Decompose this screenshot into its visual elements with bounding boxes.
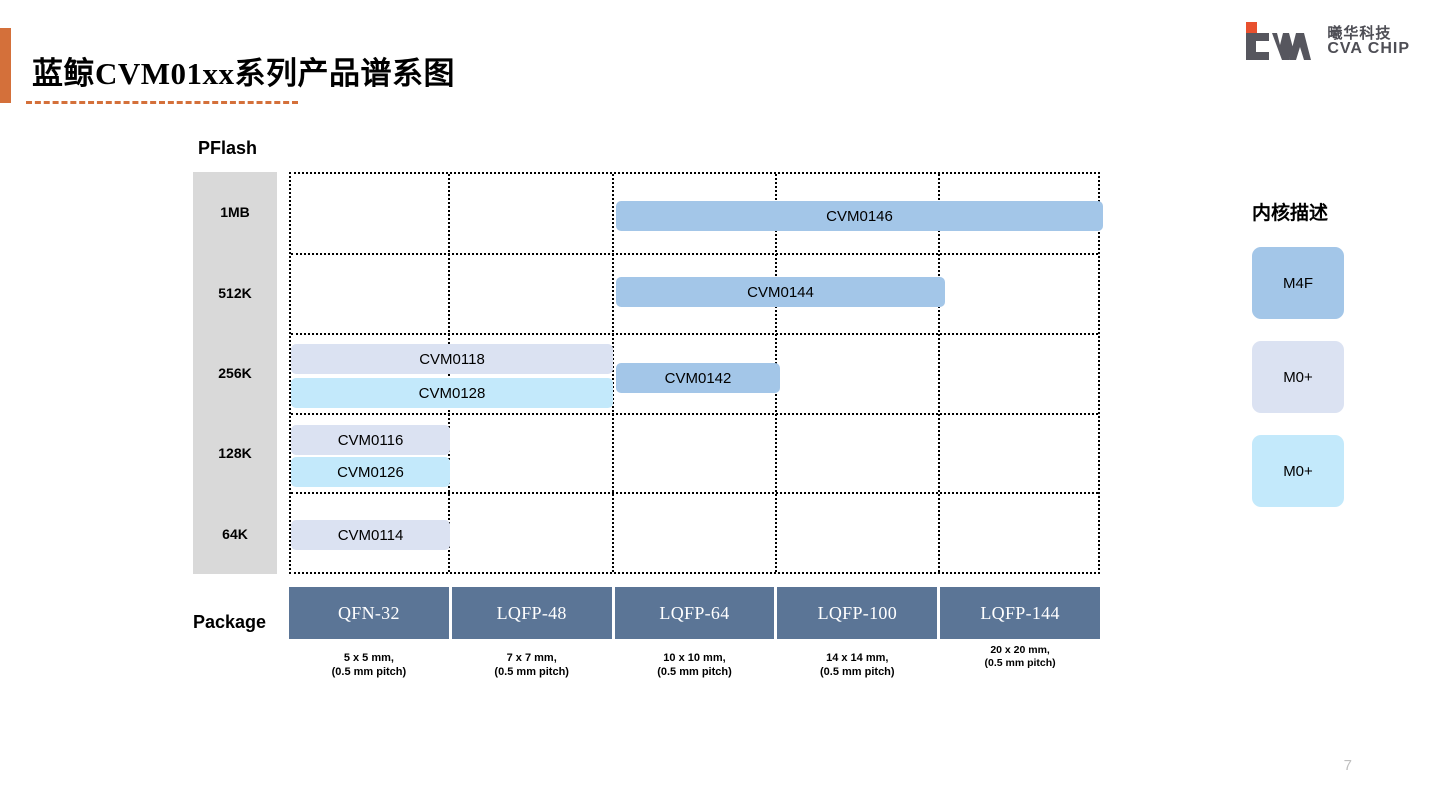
legend-item-m4f: M4F bbox=[1252, 247, 1344, 319]
package-dimension-line2: (0.5 mm pitch) bbox=[494, 665, 569, 678]
package-dimension: 5 x 5 mm, (0.5 mm pitch) bbox=[289, 652, 449, 680]
package-cell-qfn-32[interactable]: QFN-32 bbox=[289, 587, 449, 639]
package-dimensions-row: 5 x 5 mm, (0.5 mm pitch) 7 x 7 mm, (0.5 … bbox=[289, 644, 1100, 680]
cva-logo-icon bbox=[1244, 22, 1318, 62]
legend-item-m0plus-lavender: M0+ bbox=[1252, 341, 1344, 413]
logo-text-block: 曦华科技 CVA CHIP bbox=[1327, 24, 1410, 59]
package-dimension-line2: (0.5 mm pitch) bbox=[331, 665, 407, 678]
pflash-axis-scale: 1MB 512K 256K 128K 64K bbox=[193, 172, 277, 574]
package-dimension-line1: 10 x 10 mm, bbox=[663, 652, 726, 664]
package-cell-lqfp-48[interactable]: LQFP-48 bbox=[451, 587, 612, 639]
package-dimension-line1: 20 x 20 mm, bbox=[990, 644, 1050, 656]
package-dimension-line1: 14 x 14 mm, bbox=[826, 652, 889, 664]
page-number: 7 bbox=[1343, 757, 1352, 774]
legend-item-m0plus-cyan: M0+ bbox=[1252, 435, 1344, 507]
package-dimension: 10 x 10 mm, (0.5 mm pitch) bbox=[615, 652, 775, 680]
product-bar-cvm0126[interactable]: CVM0126 bbox=[291, 457, 450, 487]
logo-name-cn: 曦华科技 bbox=[1327, 24, 1392, 42]
package-dimension-line1: 5 x 5 mm, bbox=[343, 652, 394, 664]
package-cell-lqfp-144[interactable]: LQFP-144 bbox=[940, 587, 1100, 639]
grid-row-divider bbox=[291, 333, 1098, 335]
pflash-tick: 128K bbox=[218, 445, 252, 462]
product-bar-cvm0146[interactable]: CVM0146 bbox=[616, 201, 1103, 231]
grid-row-divider bbox=[291, 253, 1098, 255]
legend-title: 内核描述 bbox=[1252, 203, 1329, 224]
package-dimension-line2: (0.5 mm pitch) bbox=[657, 665, 732, 678]
package-header-row: QFN-32 LQFP-48 LQFP-64 LQFP-100 LQFP-144 bbox=[289, 587, 1100, 639]
product-bar-cvm0128[interactable]: CVM0128 bbox=[291, 378, 613, 408]
grid-row-divider bbox=[291, 413, 1098, 415]
package-dimension-line2: (0.5 mm pitch) bbox=[820, 665, 895, 678]
title-underline-dashes bbox=[26, 101, 298, 104]
package-dimension-line1: 7 x 7 mm, bbox=[506, 652, 557, 664]
core-legend: 内核描述 M4F M0+ M0+ bbox=[1252, 198, 1347, 507]
package-axis-title: Package bbox=[193, 612, 267, 632]
title-accent-bar bbox=[0, 28, 11, 103]
pflash-tick: 256K bbox=[218, 365, 252, 382]
pflash-axis-title: PFlash bbox=[198, 138, 258, 158]
product-bar-cvm0116[interactable]: CVM0116 bbox=[291, 425, 450, 455]
pflash-tick: 512K bbox=[218, 284, 252, 301]
brand-logo: 曦华科技 CVA CHIP bbox=[1244, 18, 1410, 66]
product-bar-cvm0118[interactable]: CVM0118 bbox=[291, 344, 613, 374]
product-bar-cvm0142[interactable]: CVM0142 bbox=[616, 363, 780, 393]
pflash-tick: 64K bbox=[222, 525, 248, 542]
grid-column-divider bbox=[612, 174, 614, 572]
package-dimension: 7 x 7 mm, (0.5 mm pitch) bbox=[452, 652, 612, 680]
package-cell-lqfp-100[interactable]: LQFP-100 bbox=[777, 587, 938, 639]
grid-column-divider bbox=[938, 174, 940, 572]
logo-name-en: CVA CHIP bbox=[1327, 40, 1410, 58]
product-bar-cvm0144[interactable]: CVM0144 bbox=[616, 277, 945, 307]
package-dimension: 20 x 20 mm, (0.5 mm pitch) bbox=[940, 644, 1100, 680]
package-dimension: 14 x 14 mm, (0.5 mm pitch) bbox=[777, 652, 937, 680]
chart-grid: CVM0146 CVM0144 CVM0118 CVM0128 CVM0142 … bbox=[289, 172, 1103, 574]
package-cell-lqfp-64[interactable]: LQFP-64 bbox=[614, 587, 775, 639]
product-bar-cvm0114[interactable]: CVM0114 bbox=[291, 520, 450, 550]
package-dimension-line2: (0.5 mm pitch) bbox=[984, 657, 1056, 670]
page-title: 蓝鲸CVM01xx系列产品谱系图 bbox=[32, 56, 456, 91]
pflash-tick: 1MB bbox=[220, 204, 250, 221]
grid-row-divider bbox=[291, 492, 1098, 494]
